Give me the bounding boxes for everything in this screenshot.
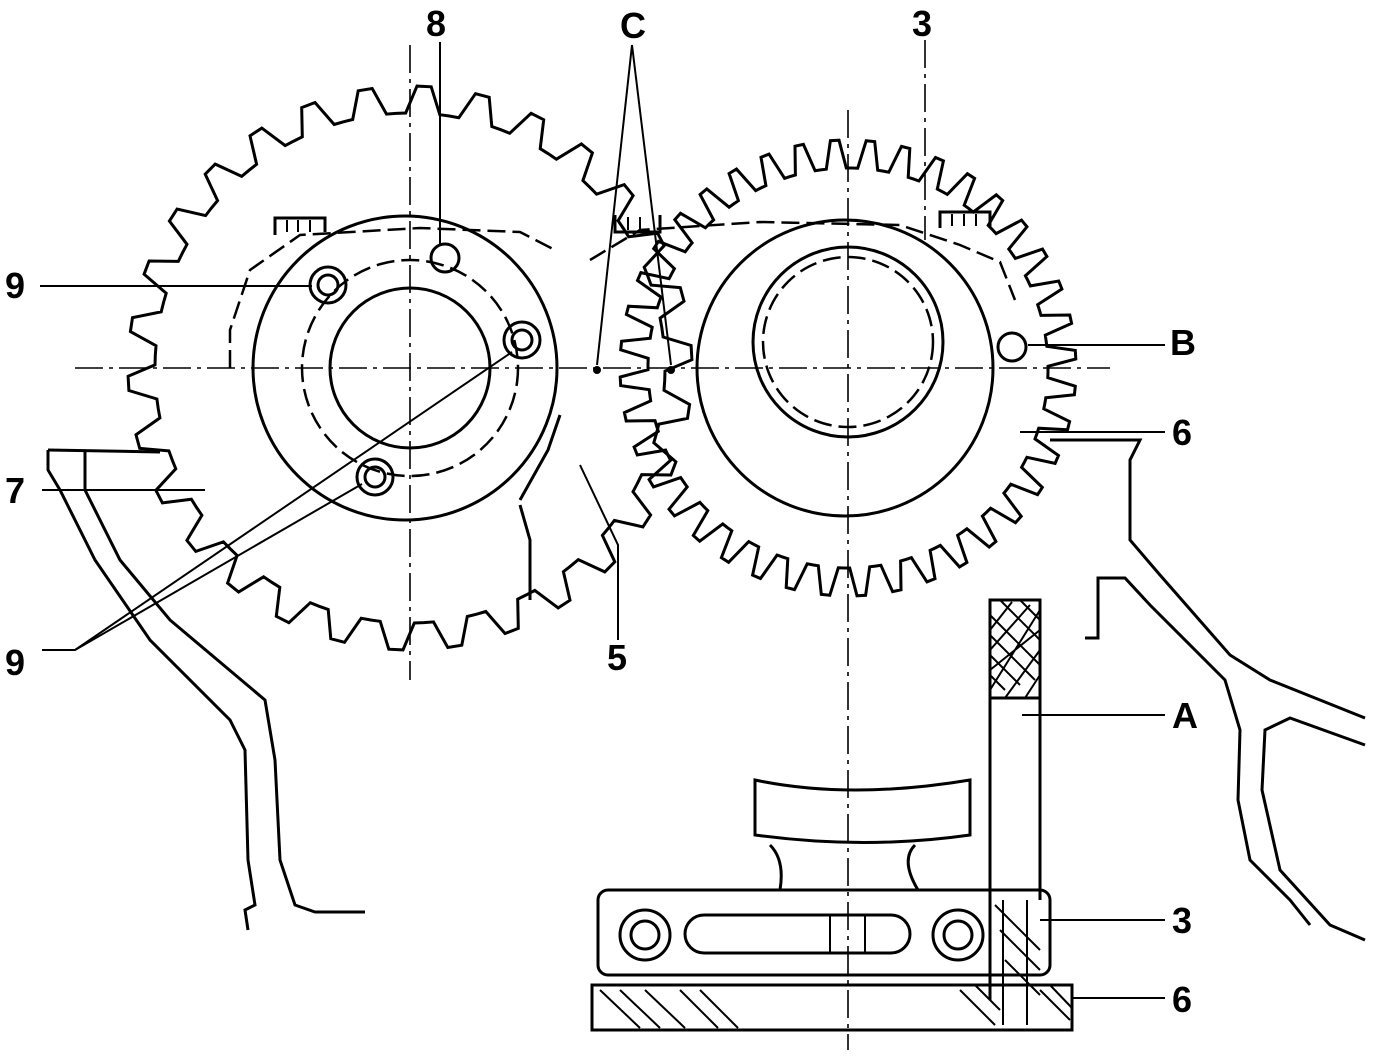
right-gear-teeth — [618, 138, 1078, 598]
label-7: 7 — [5, 470, 25, 511]
label-9-upper: 9 — [5, 265, 25, 306]
label-9-lower: 9 — [5, 642, 25, 683]
label-6-tool: 6 — [1172, 979, 1192, 1020]
label-3-tool: 3 — [1172, 900, 1192, 941]
left-sprocket-teeth — [126, 84, 694, 652]
left-bolts — [308, 242, 542, 497]
leader-lines — [40, 42, 1165, 999]
label-5: 5 — [607, 637, 627, 678]
label-b: B — [1170, 322, 1196, 363]
label-c: C — [620, 5, 646, 46]
part-labels: 8 C 3 9 B 6 7 9 5 A 3 6 — [5, 3, 1198, 1020]
label-3-top: 3 — [912, 3, 932, 44]
label-6-right: 6 — [1172, 412, 1192, 453]
label-8: 8 — [426, 3, 446, 44]
right-hub — [589, 210, 1028, 518]
label-a: A — [1172, 695, 1198, 736]
timing-marks-c — [593, 366, 675, 374]
locking-tool — [590, 598, 1074, 1032]
center-lines — [75, 40, 1110, 1050]
engine-casing — [46, 414, 1366, 942]
